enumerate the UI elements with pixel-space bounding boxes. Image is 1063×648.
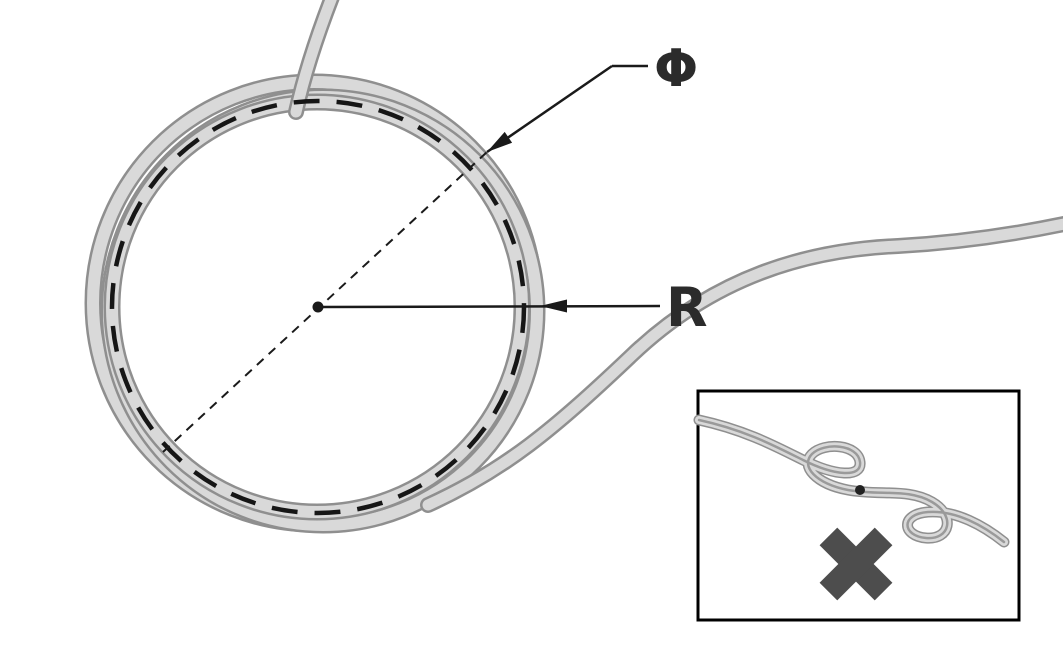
diameter-annotation: Φ [162,39,698,453]
cable-tail-right-core [422,218,1063,511]
tangled-cable-seam [697,418,1006,544]
diameter-arrowhead [487,131,513,152]
tangled-cable [693,414,1010,548]
radius-label: R [666,276,708,339]
radius-annotation: R [312,276,708,339]
inset-border [696,389,1021,622]
x-mark-icon [819,527,893,601]
x-mark-bar [819,527,893,601]
diameter-label: Φ [654,39,698,99]
radius-arrowhead [540,299,567,313]
center-dot [312,301,324,313]
radius-line [317,304,661,309]
knot-dot [855,485,865,495]
cable-tail-right [420,216,1063,513]
diameter-dashed-line [162,151,488,453]
inset-box [693,389,1021,622]
